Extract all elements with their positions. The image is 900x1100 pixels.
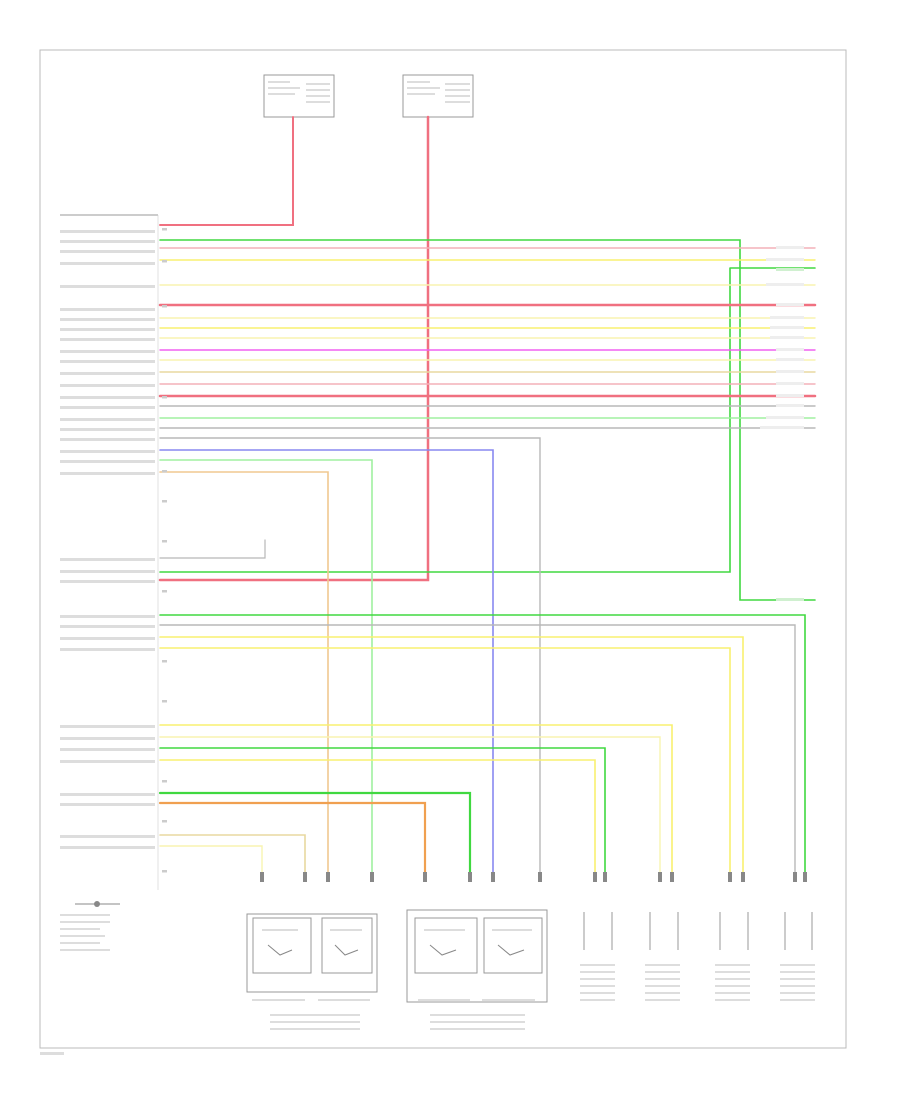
right-wire-labels — [760, 246, 804, 601]
wire-low-2 — [159, 614, 806, 881]
wire-fused-feed — [158, 115, 430, 582]
wire-supply-2 — [159, 736, 661, 881]
diagram-frame — [39, 49, 847, 1049]
wire-pre-1 — [158, 791, 472, 882]
top-connector-right — [402, 74, 474, 118]
wire-row-2 — [159, 239, 816, 601]
top-connector-left — [263, 74, 335, 118]
wire-pre-2 — [158, 801, 427, 882]
wire-low-1 — [159, 539, 266, 559]
pin-number-column — [162, 228, 167, 873]
wire-low-3 — [159, 624, 796, 881]
wire-down-tan — [159, 471, 329, 881]
footer-code — [40, 1052, 64, 1055]
bottom-connector-plugs — [260, 872, 807, 882]
wire-supply-1 — [159, 724, 673, 881]
wire-row-5 — [159, 267, 816, 573]
wire-low-4 — [159, 636, 744, 881]
wire-supply-4 — [159, 759, 596, 881]
side-impact-sensor-group — [580, 912, 815, 1001]
wire-down-blue — [159, 449, 494, 881]
wire-low-5 — [159, 647, 731, 881]
seat-belt-pretensioner-left-group — [246, 913, 378, 1030]
module-legend — [60, 901, 120, 951]
seat-belt-pretensioner-right-group — [406, 909, 548, 1030]
left-pin-labels — [60, 230, 155, 849]
wire-down-gray — [159, 437, 541, 881]
wire-battery-feed — [159, 116, 294, 226]
wire-harness — [158, 115, 817, 882]
wire-down-lightgreen — [159, 459, 373, 881]
wire-seat-1 — [159, 834, 306, 881]
wire-supply-3 — [159, 747, 606, 881]
wire-seat-2 — [159, 845, 263, 881]
